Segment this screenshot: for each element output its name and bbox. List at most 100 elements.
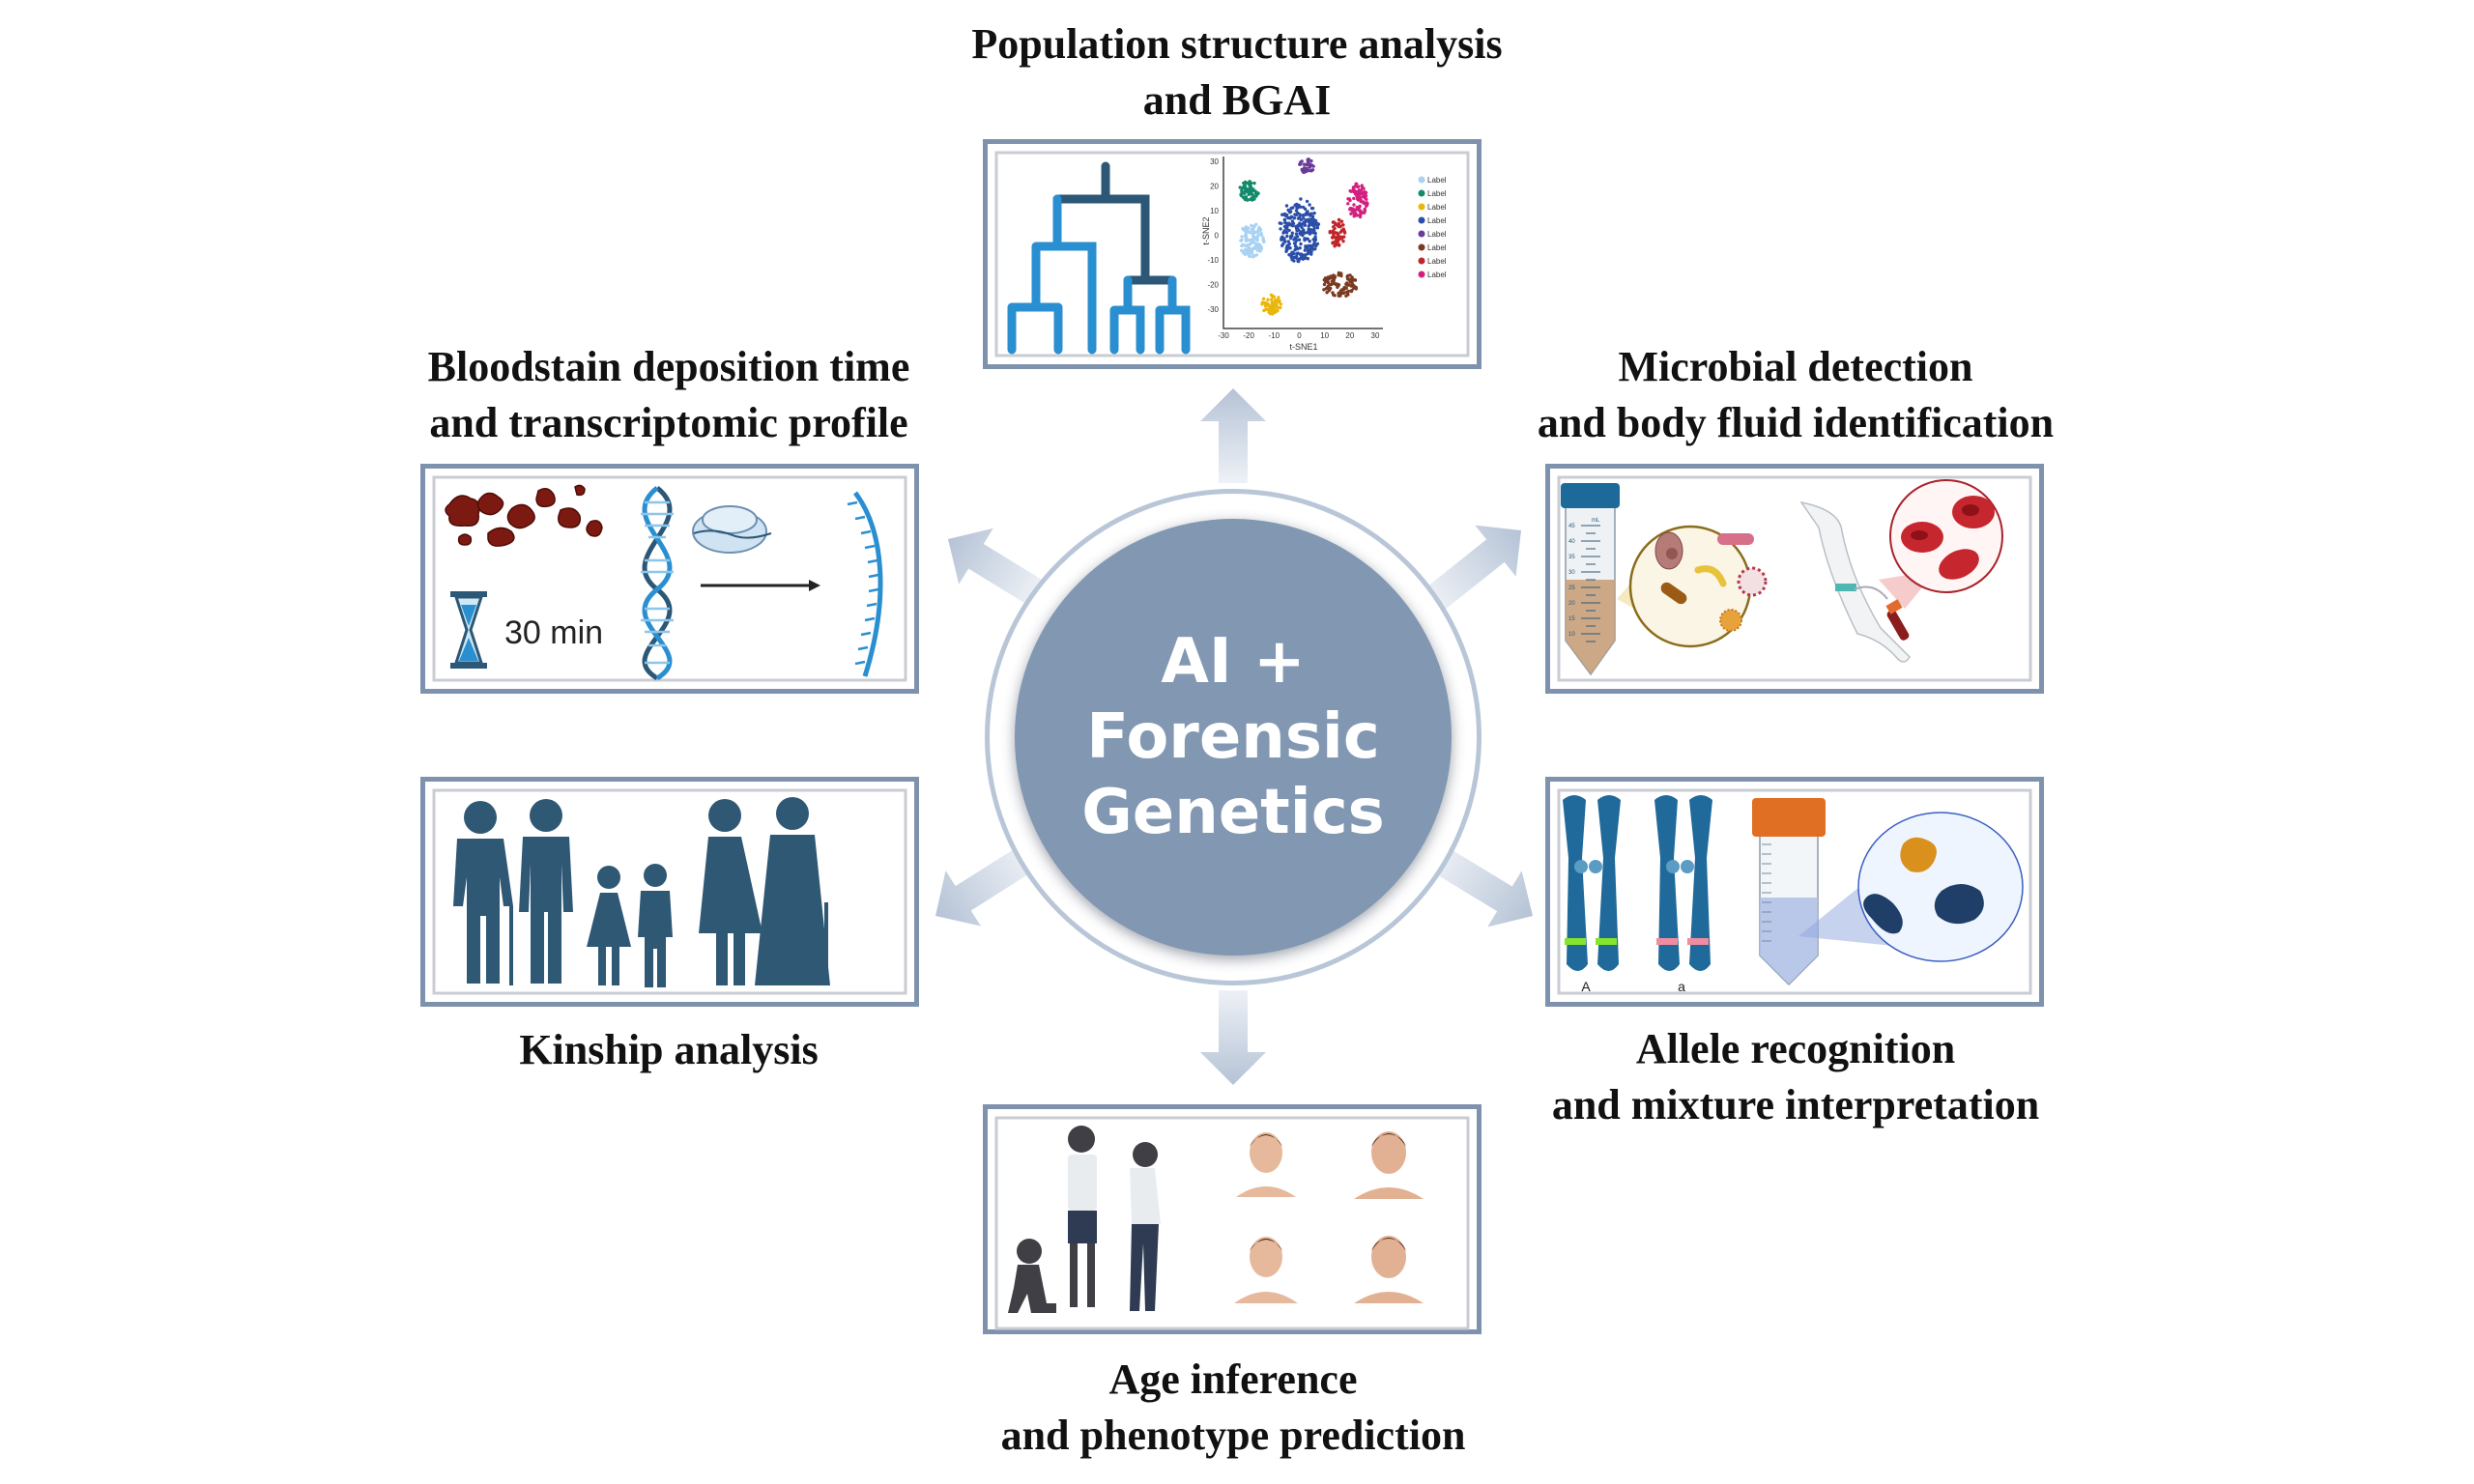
tsne-point: [1309, 243, 1314, 248]
panel-age: [983, 1104, 1482, 1334]
title-line: and body fluid identification: [1537, 399, 2055, 446]
tsne-point: [1333, 294, 1337, 298]
tsne-point: [1306, 249, 1310, 253]
tsne-point: [1241, 243, 1245, 247]
title-line: and mixture interpretation: [1551, 1081, 2040, 1128]
tsne-point: [1261, 236, 1265, 241]
tsne-point: [1309, 206, 1314, 211]
title-age: Age inference and phenotype prediction: [1001, 1352, 1466, 1464]
legend-label: Label: [1427, 271, 1447, 279]
tsne-point: [1323, 279, 1328, 284]
tsne-point: [1310, 223, 1314, 227]
tsne-point: [1341, 240, 1345, 243]
tsne-point: [1293, 248, 1297, 252]
tsne-point: [1288, 236, 1293, 241]
tsne-point: [1300, 159, 1304, 163]
tube-mark-label: 35: [1568, 555, 1575, 560]
center-text: Forensic: [1086, 701, 1380, 773]
tube-mark-label: 45: [1568, 524, 1575, 529]
tsne-point: [1279, 227, 1282, 231]
tsne-point: [1244, 197, 1248, 202]
chromosome-pair-a-icon: [1654, 795, 1712, 971]
tsne-point: [1299, 197, 1303, 201]
tsne-point: [1354, 287, 1358, 291]
tsne-point: [1331, 235, 1336, 240]
tsne-point: [1341, 223, 1345, 227]
tsne-point: [1282, 237, 1286, 241]
dendrogram-icon: [1007, 161, 1191, 355]
x-tick-label: 20: [1345, 331, 1354, 340]
title-bloodstain: Bloodstain deposition time and transcrip…: [428, 339, 910, 451]
man-icon: [519, 799, 573, 984]
tsne-point: [1285, 246, 1290, 250]
tsne-point: [1359, 192, 1363, 196]
x-tick-label: 0: [1297, 331, 1302, 340]
tsne-point: [1240, 238, 1244, 243]
tsne-point: [1245, 236, 1249, 240]
tsne-point: [1278, 299, 1281, 303]
legend-label: Label: [1427, 189, 1447, 198]
tsne-point: [1290, 219, 1295, 223]
tsne-point: [1266, 298, 1270, 301]
tsne-point: [1312, 211, 1316, 215]
tsne-point: [1309, 220, 1312, 224]
tsne-point: [1331, 291, 1335, 295]
tsne-point: [1302, 213, 1306, 217]
tsne-point: [1359, 197, 1363, 202]
title-microbial: Microbial detection and body fluid ident…: [1538, 339, 2054, 451]
tsne-point: [1247, 226, 1251, 230]
tsne-point: [1311, 228, 1316, 232]
title-line: and phenotype prediction: [1000, 1412, 1466, 1459]
tsne-xlabel: t-SNE1: [1289, 342, 1317, 352]
tsne-point: [1282, 240, 1287, 243]
tsne-point: [1354, 182, 1359, 186]
tsne-point: [1311, 217, 1315, 222]
x-tick-label: 30: [1371, 331, 1380, 340]
direction-arrow: [935, 843, 1039, 927]
legend-marker: [1418, 243, 1425, 251]
tsne-point: [1307, 230, 1310, 234]
face-adult-icon: [1354, 1131, 1424, 1199]
tsne-ylabel: t-SNE2: [1201, 216, 1211, 244]
tsne-point: [1247, 243, 1251, 247]
tsne-point: [1359, 211, 1364, 214]
tsne-point: [1252, 236, 1257, 240]
title-line: Bloodstain deposition time: [427, 343, 910, 390]
direction-arrow: [1200, 990, 1266, 1085]
tsne-point: [1306, 210, 1309, 214]
tsne-point: [1348, 188, 1352, 193]
tsne-point: [1340, 236, 1344, 240]
tsne-point: [1331, 229, 1336, 234]
tsne-point: [1280, 243, 1284, 247]
tsne-point: [1252, 197, 1256, 201]
tsne-point: [1338, 224, 1342, 229]
direction-arrow: [1426, 843, 1534, 928]
tsne-point: [1256, 243, 1261, 246]
tsne-point: [1249, 186, 1252, 190]
tsne-point: [1248, 254, 1251, 258]
tsne-point: [1307, 243, 1310, 248]
tsne-point: [1342, 231, 1347, 235]
tsne-point: [1284, 227, 1289, 231]
title-line: Kinship analysis: [519, 1026, 819, 1073]
tsne-point: [1339, 219, 1344, 223]
tsne-point: [1286, 240, 1290, 243]
tsne-point: [1284, 204, 1289, 208]
tsne-point: [1290, 231, 1294, 235]
tsne-point: [1325, 291, 1329, 295]
legend-label: Label: [1427, 230, 1447, 239]
tsne-point: [1351, 278, 1355, 282]
tsne-point: [1254, 253, 1258, 257]
tsne-point: [1258, 245, 1262, 250]
tsne-point: [1287, 215, 1291, 220]
tsne-point: [1358, 204, 1362, 209]
tsne-point: [1352, 196, 1356, 201]
arrow-icon: [701, 580, 820, 591]
tsne-point: [1305, 162, 1309, 167]
tsne-point: [1302, 216, 1306, 220]
tsne-point: [1309, 228, 1313, 232]
center-text: AI +: [1161, 626, 1306, 698]
tsne-point: [1275, 308, 1280, 312]
